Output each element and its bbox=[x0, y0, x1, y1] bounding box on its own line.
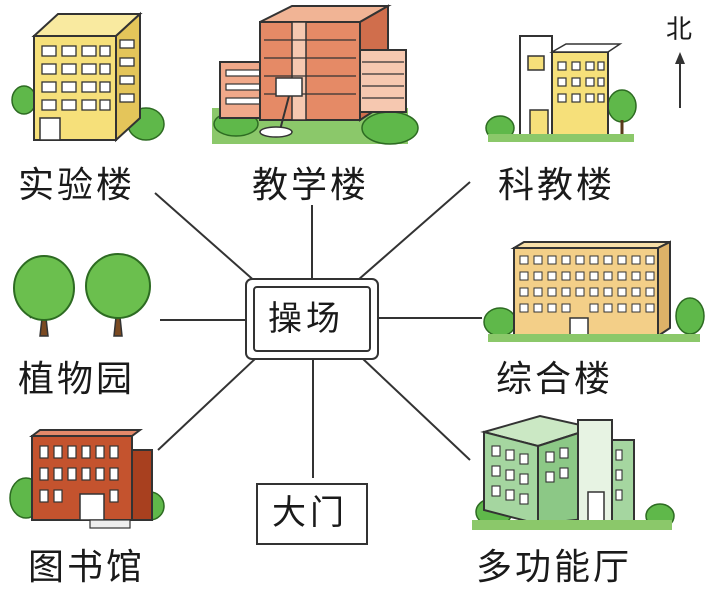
line-to-science bbox=[357, 181, 471, 281]
label-library: 图书馆 bbox=[28, 547, 146, 588]
line-to-library bbox=[157, 357, 257, 451]
connector-lines bbox=[154, 181, 482, 478]
gate-label: 大门 bbox=[272, 493, 348, 533]
lab-building-icon bbox=[11, 11, 165, 143]
line-to-hall bbox=[361, 357, 471, 461]
garden-trees-icon bbox=[13, 253, 151, 337]
hall-building-icon bbox=[472, 414, 675, 530]
playground-label: 操场 bbox=[268, 299, 344, 339]
label-hall: 多功能厅 bbox=[476, 547, 633, 588]
line-to-lab bbox=[154, 192, 259, 285]
label-lab: 实验楼 bbox=[18, 165, 136, 206]
label-teaching: 教学楼 bbox=[252, 165, 370, 206]
playground-box bbox=[245, 278, 379, 360]
teaching-building-icon bbox=[212, 4, 419, 145]
label-complex: 综合楼 bbox=[496, 359, 614, 400]
complex-building-icon bbox=[483, 240, 705, 342]
science-building-icon bbox=[485, 35, 637, 142]
label-garden: 植物园 bbox=[18, 359, 136, 400]
north-label: 北 bbox=[666, 15, 693, 45]
label-science: 科教楼 bbox=[498, 165, 616, 206]
gate-box bbox=[256, 483, 368, 545]
library-building-icon bbox=[9, 429, 165, 529]
north-arrow-icon bbox=[675, 52, 685, 108]
